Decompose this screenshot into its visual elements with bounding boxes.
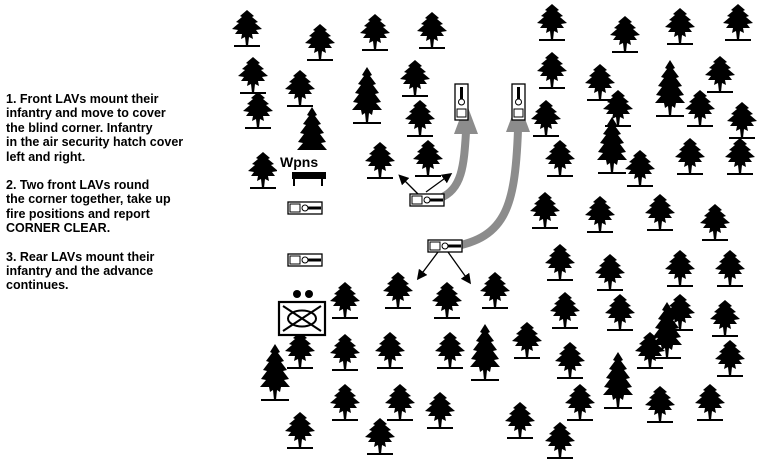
infantry-dismount-arrows-corner [416, 251, 472, 285]
conifer-tree-icon [434, 331, 466, 369]
conifer-tree-icon [511, 321, 543, 359]
route-arrow-right [444, 129, 522, 252]
conifer-tree-icon [247, 151, 279, 189]
conifer-tree-icon [384, 383, 416, 421]
conifer-tree-icon [479, 271, 511, 309]
conifer-tree-icon [602, 89, 634, 127]
conifer-tree-icon [544, 139, 576, 177]
conifer-tree-icon [469, 323, 501, 381]
route-arrow-left [438, 131, 470, 202]
step-2-text: 2. Two front LAVs round the corner toget… [6, 178, 171, 236]
conifer-tree-icon [351, 66, 383, 124]
conifer-tree-icon [431, 281, 463, 319]
conifer-tree-icon [536, 3, 568, 41]
conifer-tree-icon [584, 195, 616, 233]
conifer-tree-icon [664, 7, 696, 45]
conifer-tree-icon [359, 13, 391, 51]
conifer-tree-icon [694, 383, 726, 421]
conifer-tree-icon [416, 11, 448, 49]
conifer-tree-icon [304, 23, 336, 61]
conifer-tree-icon [664, 249, 696, 287]
infantry-dismount-arrows-front [398, 172, 453, 195]
conifer-tree-icon [424, 391, 456, 429]
conifer-tree-icon [654, 59, 686, 117]
conifer-tree-icon [284, 411, 316, 449]
conifer-tree-icon [609, 15, 641, 53]
conifer-tree-icon [604, 293, 636, 331]
conifer-tree-icon [644, 193, 676, 231]
conifer-tree-icon [404, 99, 436, 137]
conifer-tree-icon [709, 299, 741, 337]
conifer-tree-icon [329, 333, 361, 371]
conifer-tree-icon [329, 383, 361, 421]
conifer-tree-icon [699, 203, 731, 241]
conifer-tree-icon [684, 89, 716, 127]
lav-vehicle-icon [286, 252, 324, 268]
wpns-label: Wpns [280, 154, 318, 170]
conifer-tree-icon [529, 191, 561, 229]
infantry-unit-symbol-icon [277, 290, 327, 337]
step-3-text: 3. Rear LAVs mount their infantry and th… [6, 249, 155, 293]
conifer-tree-icon [284, 331, 316, 369]
lav-vehicle-icon [286, 200, 324, 216]
conifer-tree-icon [231, 9, 263, 47]
conifer-tree-icon [544, 243, 576, 281]
step-1-text: 1. Front LAVs mount their infantry and m… [6, 92, 184, 164]
conifer-tree-icon [284, 69, 316, 107]
conifer-tree-icon [674, 137, 706, 175]
conifer-tree-icon [530, 99, 562, 137]
conifer-tree-icon [382, 271, 414, 309]
lav-vehicle-icon [426, 238, 464, 254]
conifer-tree-icon [374, 331, 406, 369]
conifer-tree-icon [714, 249, 746, 287]
conifer-tree-icon [564, 383, 596, 421]
conifer-tree-icon [399, 59, 431, 97]
conifer-tree-icon [594, 253, 626, 291]
conifer-tree-icon [714, 339, 746, 377]
conifer-tree-icon [726, 101, 758, 139]
conifer-tree-icon [237, 56, 269, 94]
conifer-tree-icon [412, 139, 444, 177]
conifer-tree-icon [624, 149, 656, 187]
conifer-tree-icon [329, 281, 361, 319]
conifer-tree-icon [602, 351, 634, 409]
conifer-tree-icon [724, 137, 756, 175]
conifer-tree-icon [549, 291, 581, 329]
conifer-tree-icon [536, 51, 568, 89]
lav-vehicle-icon [453, 82, 470, 122]
conifer-tree-icon [722, 3, 754, 41]
instruction-steps: 1. Front LAVs mount their infantry and m… [6, 92, 242, 307]
conifer-tree-icon [704, 55, 736, 93]
conifer-tree-icon [364, 141, 396, 179]
conifer-tree-icon [242, 91, 274, 129]
conifer-tree-icon [504, 401, 536, 439]
lav-vehicle-icon [408, 192, 446, 208]
weapons-vehicle: Wpns [277, 150, 333, 186]
conifer-tree-icon [554, 341, 586, 379]
lav-vehicle-icon [510, 82, 527, 122]
conifer-tree-icon [584, 63, 616, 101]
conifer-tree-icon [644, 385, 676, 423]
conifer-tree-icon [364, 417, 396, 455]
conifer-tree-icon [259, 343, 291, 401]
conifer-tree-icon [544, 421, 576, 459]
